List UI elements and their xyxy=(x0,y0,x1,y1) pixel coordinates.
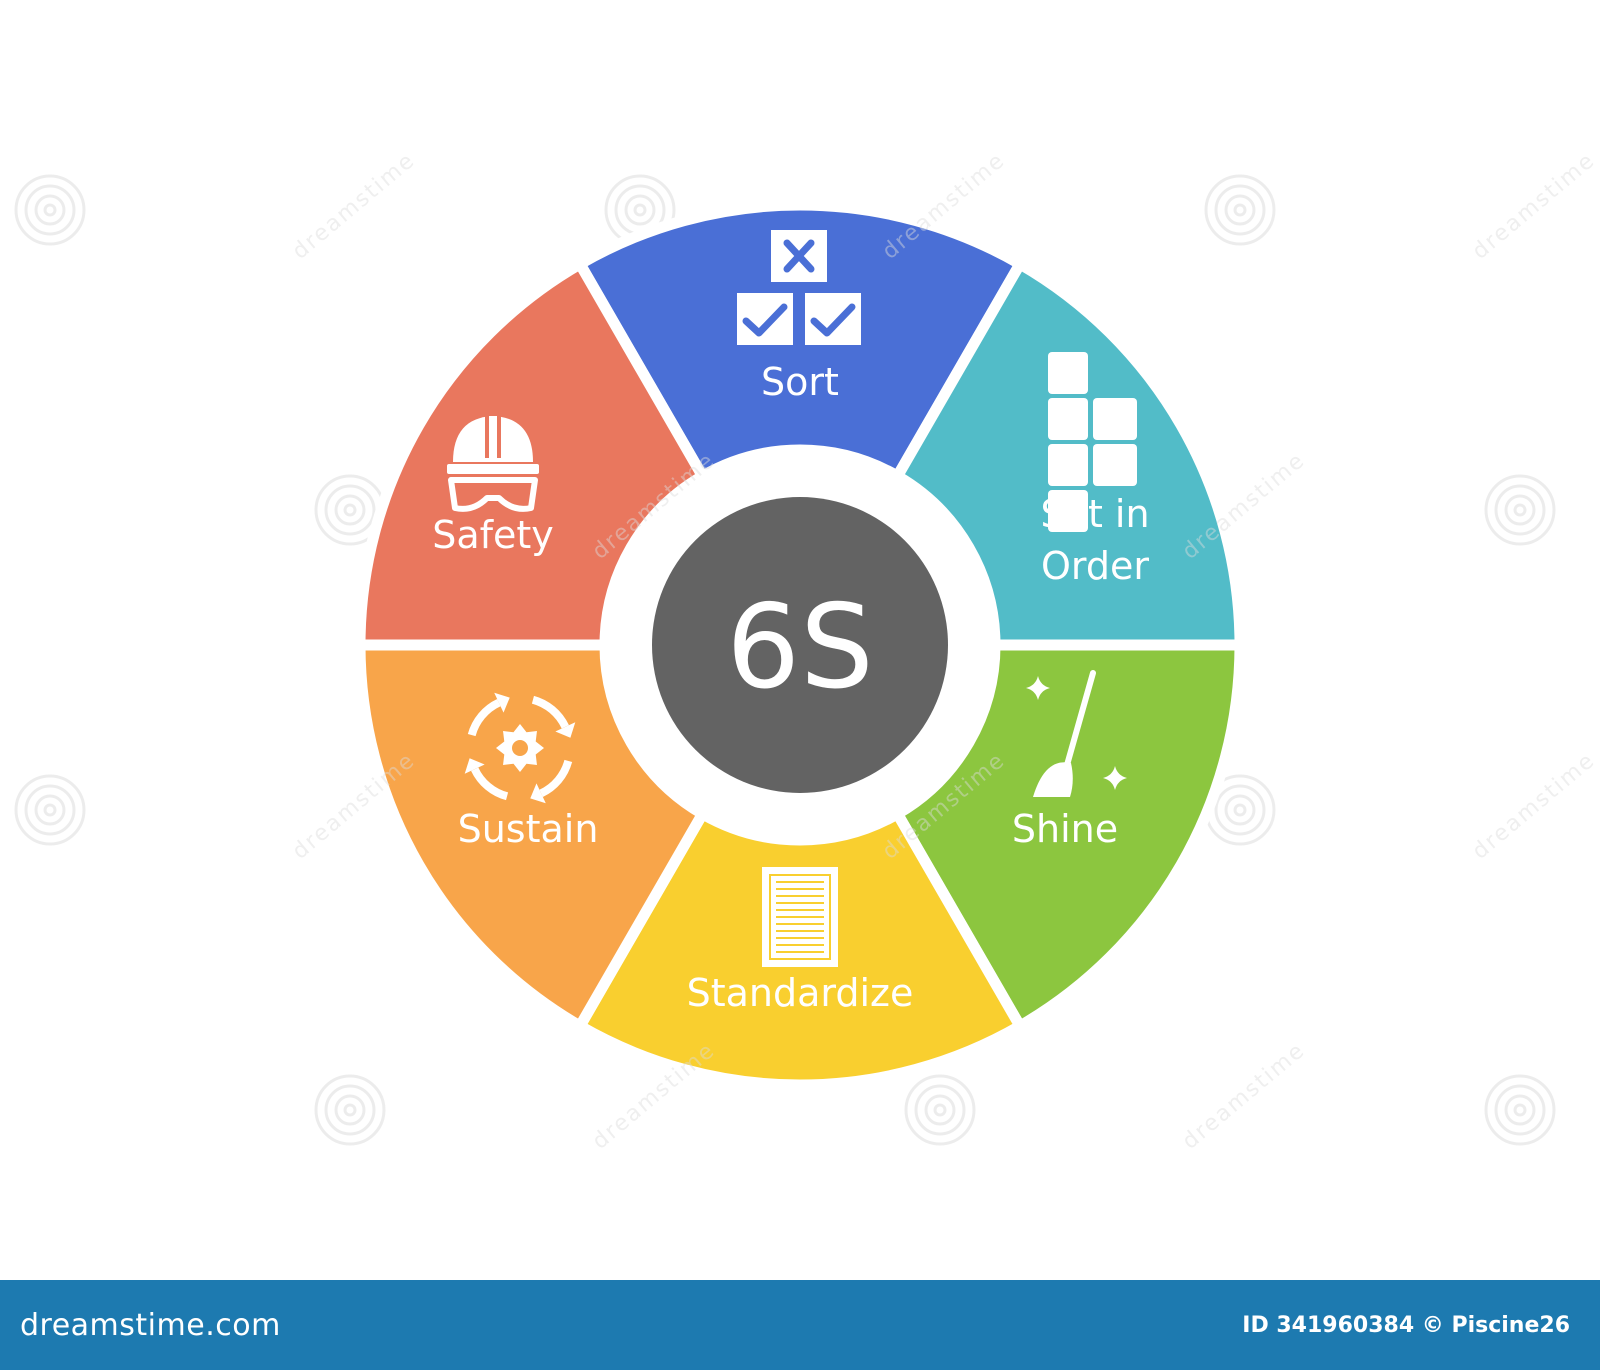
center-label: 6S xyxy=(726,580,873,715)
footer-brand-text: dreamstime.com xyxy=(20,1307,281,1343)
checkbox-x-check-icon xyxy=(737,230,861,345)
watermark-swirl-icon xyxy=(1484,1074,1556,1146)
watermark-swirl-icon xyxy=(1484,474,1556,546)
watermark-text: dreamstime xyxy=(288,148,421,265)
gear-cycle-icon xyxy=(464,692,576,804)
footer-id-text: ID 341960384 © Piscine26 xyxy=(1242,1312,1570,1338)
stacked-blocks-icon xyxy=(1048,352,1137,532)
segment-label-sort: Sort xyxy=(761,360,839,404)
segment-label-shine: Shine xyxy=(1012,807,1118,851)
watermark-swirl-icon xyxy=(14,774,86,846)
segment-label-standardize: Standardize xyxy=(687,971,914,1015)
center-circle xyxy=(652,497,948,793)
document-icon xyxy=(762,867,838,967)
segment-sort xyxy=(572,199,1028,484)
segment-label-safety: Safety xyxy=(432,513,554,557)
watermark-text: dreamstime xyxy=(1468,148,1600,265)
watermark-text: dreamstime xyxy=(1468,748,1600,865)
watermark-swirl-icon xyxy=(904,1074,976,1146)
watermark-swirl-icon xyxy=(14,174,86,246)
watermark-swirl-icon xyxy=(314,1074,386,1146)
hardhat-goggles-icon xyxy=(447,412,539,512)
segment-sustain xyxy=(354,639,711,1034)
watermark-text: dreamstime xyxy=(1178,1038,1311,1155)
watermark-swirl-icon xyxy=(1204,174,1276,246)
segment-shine xyxy=(889,639,1246,1034)
broom-sparkle-icon xyxy=(1026,670,1127,797)
segment-label-sustain: Sustain xyxy=(458,807,599,851)
footer-bar: dreamstime.com ID 341960384 © Piscine26 xyxy=(0,1280,1600,1370)
